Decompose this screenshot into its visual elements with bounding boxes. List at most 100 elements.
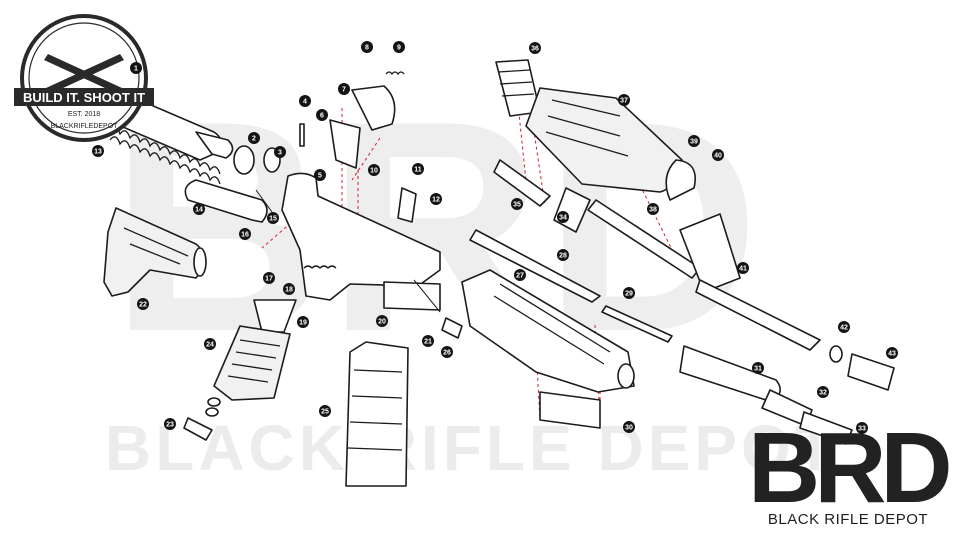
callout-10: 10 <box>368 164 380 176</box>
callout-38: 38 <box>647 203 659 215</box>
callout-number: 5 <box>318 173 322 180</box>
build-it-badge: BUILD IT. SHOOT IT EST. 2018 BLACKRIFLED… <box>14 14 154 142</box>
callout-number: 27 <box>516 273 524 280</box>
callout-31: 31 <box>752 362 764 374</box>
callout-9: 9 <box>393 41 405 53</box>
callout-number: 11 <box>414 167 422 174</box>
callout-33: 33 <box>856 422 868 434</box>
callout-number: 23 <box>166 422 174 429</box>
callout-18: 18 <box>283 283 295 295</box>
callout-number: 33 <box>858 426 866 433</box>
callout-number: 32 <box>819 390 827 397</box>
callout-34: 34 <box>557 211 569 223</box>
callout-3: 3 <box>274 146 286 158</box>
callout-number: 40 <box>714 153 722 160</box>
callout-21: 21 <box>422 335 434 347</box>
callout-number: 39 <box>690 139 698 146</box>
brd-logo: BRD BLACK RIFLE DEPOT <box>748 412 955 528</box>
callout-22: 22 <box>137 298 149 310</box>
badge-title: BUILD IT. SHOOT IT <box>23 90 145 105</box>
callout-13: 13 <box>92 145 104 157</box>
callout-number: 10 <box>370 168 378 175</box>
callout-number: 17 <box>265 276 273 283</box>
callout-number: 30 <box>625 425 633 432</box>
callout-number: 37 <box>620 98 628 105</box>
stock <box>103 207 207 297</box>
callout-26: 26 <box>441 346 453 358</box>
badge-est: EST. 2018 <box>68 111 100 118</box>
callout-number: 29 <box>625 291 633 298</box>
brand-caption: BLACK RIFLE DEPOT <box>768 511 928 528</box>
callout-35: 35 <box>511 198 523 210</box>
callout-number: 1 <box>134 66 138 73</box>
callout-14: 14 <box>193 203 205 215</box>
callout-number: 15 <box>269 216 277 223</box>
callout-12: 12 <box>430 193 442 205</box>
watermark-text: BLACK RIFLE DEPOT <box>105 412 838 484</box>
callout-number: 13 <box>94 149 102 156</box>
callout-36: 36 <box>529 42 541 54</box>
callout-number: 18 <box>285 287 293 294</box>
callout-6: 6 <box>316 109 328 121</box>
watermark-letters: BRD <box>110 58 760 394</box>
callout-40: 40 <box>712 149 724 161</box>
callout-number: 3 <box>278 150 282 157</box>
callout-number: 35 <box>513 202 521 209</box>
callout-number: 2 <box>252 136 256 143</box>
callout-number: 28 <box>559 253 567 260</box>
callout-number: 20 <box>378 319 386 326</box>
lower-receiver <box>281 71 441 313</box>
callout-number: 31 <box>754 366 762 373</box>
watermark: BRD BLACK RIFLE DEPOT <box>105 58 838 484</box>
callout-number: 42 <box>840 325 848 332</box>
callout-28: 28 <box>557 249 569 261</box>
callout-number: 9 <box>397 45 401 52</box>
callout-24: 24 <box>204 338 216 350</box>
magazine <box>345 341 409 487</box>
callout-25: 25 <box>319 405 331 417</box>
callout-number: 41 <box>739 266 747 273</box>
callout-29: 29 <box>623 287 635 299</box>
callout-number: 22 <box>139 302 147 309</box>
callout-30: 30 <box>623 421 635 433</box>
callout-11: 11 <box>412 163 424 175</box>
handguard-barrel <box>493 59 895 391</box>
badge-banner <box>14 88 154 106</box>
callout-4: 4 <box>299 95 311 107</box>
callout-number: 16 <box>241 232 249 239</box>
callout-number: 24 <box>206 342 214 349</box>
callout-43: 43 <box>886 347 898 359</box>
callout-number: 6 <box>320 113 324 120</box>
callout-15: 15 <box>267 212 279 224</box>
callout-27: 27 <box>514 269 526 281</box>
callout-16: 16 <box>239 228 251 240</box>
callout-7: 7 <box>338 83 350 95</box>
rifle-icon-crossed <box>46 54 124 94</box>
callout-5: 5 <box>314 169 326 181</box>
callout-number: 19 <box>299 320 307 327</box>
callout-19: 19 <box>297 316 309 328</box>
badge-arc-text: BLACKRIFLEDEPOT <box>51 123 119 130</box>
pistol-grip <box>183 299 297 441</box>
callout-32: 32 <box>817 386 829 398</box>
callout-17: 17 <box>263 272 275 284</box>
callout-number: 38 <box>649 207 657 214</box>
callout-41: 41 <box>737 262 749 274</box>
callout-37: 37 <box>618 94 630 106</box>
callout-42: 42 <box>838 321 850 333</box>
callout-23: 23 <box>164 418 176 430</box>
callout-2: 2 <box>248 132 260 144</box>
bolt-carrier-group <box>601 305 853 445</box>
upper-receiver <box>441 229 635 429</box>
callout-number: 36 <box>531 46 539 53</box>
callout-39: 39 <box>688 135 700 147</box>
callout-number: 34 <box>559 215 567 222</box>
buffer-assembly <box>109 95 281 223</box>
brand-letters: BRD <box>748 412 949 524</box>
callout-1: 1 <box>130 62 142 74</box>
callout-number: 25 <box>321 409 329 416</box>
callout-number: 21 <box>424 339 432 346</box>
